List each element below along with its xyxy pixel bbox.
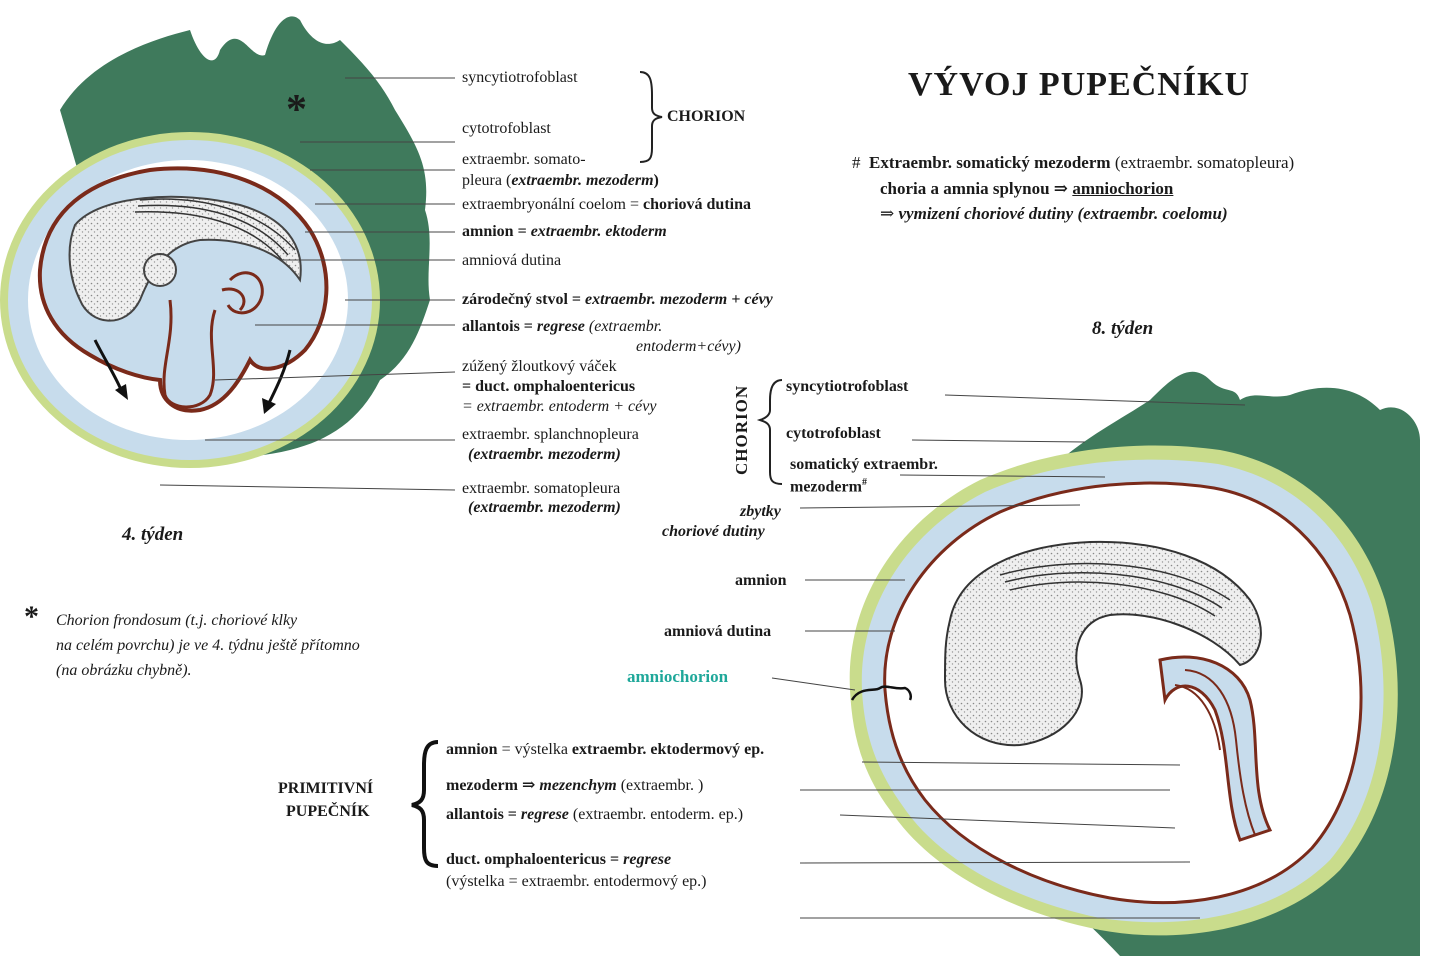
week4-caption: 4. týden [122, 524, 184, 545]
chorion-brace [639, 71, 663, 163]
week4-arrowhead-left [115, 384, 128, 400]
label-somatopleura-1: extraembr. somato- [462, 151, 586, 168]
week8-chorion-brace [756, 379, 783, 485]
page-title: VÝVOJ PUPEČNÍKU [908, 66, 1251, 103]
label-somatopleura-2: pleura (extraembr. mezoderm) [462, 172, 659, 189]
week4-yolk-duct [162, 299, 217, 409]
week8-embryo-layers [999, 562, 1231, 617]
week4-allantois [221, 271, 264, 315]
week8-label-amniochorion: amniochorion [627, 667, 729, 686]
week8-leader-lines [771, 394, 1246, 919]
label-somatopleura-4: (extraembr. mezoderm) [468, 499, 621, 516]
week8-label-syncytio: syncytiotrofoblast [786, 378, 909, 395]
label-yolk-1: zúžený žloutkový váček [462, 358, 617, 375]
cord-mezoderm: mezoderm ⇒ mezenchym (extraembr. ) [446, 777, 704, 794]
footnote-line-3: (na obrázku chybně). [56, 662, 192, 679]
week8-amniochorion-brace [850, 685, 913, 701]
cord-amnion: amnion = výstelka extraembr. ektodermový… [446, 741, 765, 758]
week4-diagram [0, 16, 430, 468]
week8-label-zbytky-1: zbytky [740, 503, 781, 520]
cord-heading-2: PUPEČNÍK [286, 803, 370, 820]
note-line-1: # Extraembr. somatický mezoderm (extraem… [852, 153, 1295, 172]
week8-label-amnion: amnion [735, 572, 787, 589]
label-somatopleura-3: extraembr. somatopleura [462, 480, 621, 497]
week4-leader-lines [159, 77, 456, 491]
cord-heading-1: PRIMITIVNÍ [278, 780, 374, 797]
week8-label-somatic-1: somatický extraembr. [790, 456, 938, 473]
week4-yolk-head [143, 253, 177, 287]
label-yolk-3: = extraembr. entoderm + cévy [462, 398, 657, 415]
week8-cord-vessels [1174, 669, 1256, 836]
week8-diagram [849, 371, 1420, 956]
cord-allantois: allantois = regrese (extraembr. entoderm… [446, 806, 744, 823]
week4-arrowhead-right [262, 398, 276, 414]
cord-duct: duct. omphaloentericus = regrese [446, 851, 672, 868]
footnote-line-2: na celém povrchu) je ve 4. týdnu ještě p… [56, 637, 360, 654]
week8-label-somatic-2: mezoderm# [790, 477, 867, 496]
week8-cord [1158, 655, 1273, 842]
cord-duct-lining: (výstelka = extraembr. entodermový ep.) [446, 873, 707, 890]
label-amnion-ectoderm: amnion = extraembr. ektoderm [462, 223, 667, 240]
label-allantois: allantois = regrese (extraembr. [462, 318, 663, 335]
label-cytotrophoblast: cytotrofoblast [462, 120, 551, 137]
week8-embryo [943, 540, 1262, 747]
note-line-3: ⇒ vymizení choriové dutiny (extraembr. c… [880, 204, 1228, 223]
week8-label-zbytky-2: choriové dutiny [662, 523, 765, 540]
label-splanchnopleura: extraembr. splanchnopleura [462, 426, 639, 443]
week4-embryo-layers [134, 198, 296, 261]
label-chorion: CHORION [667, 108, 746, 125]
villi-asterisk: * [286, 87, 307, 133]
label-stalk: zárodečný stvol = extraembr. mezoderm + … [462, 291, 773, 308]
label-coelom: extraembryonální coelom = choriová dutin… [462, 196, 751, 213]
label-allantois-2: entoderm+cévy) [636, 338, 741, 355]
week8-label-amniotic-cavity: amniová dutina [664, 623, 772, 640]
label-yolk-2: = duct. omphaloentericus [462, 378, 636, 395]
label-syncytiotrophoblast: syncytiotrofoblast [462, 69, 578, 86]
label-amniotic-cavity: amniová dutina [462, 252, 562, 269]
note-line-2: choria a amnia splynou ⇒ amniochorion [880, 179, 1174, 198]
week4-embryo [68, 195, 302, 322]
footnote-asterisk: * [24, 600, 39, 633]
footnote-line-1: Chorion frondosum (t.j. choriové klky [56, 612, 298, 629]
week8-caption: 8. týden [1092, 318, 1154, 339]
label-splanchnopleura-2: (extraembr. mezoderm) [468, 446, 621, 463]
week8-label-cyto: cytotrofoblast [786, 425, 881, 442]
